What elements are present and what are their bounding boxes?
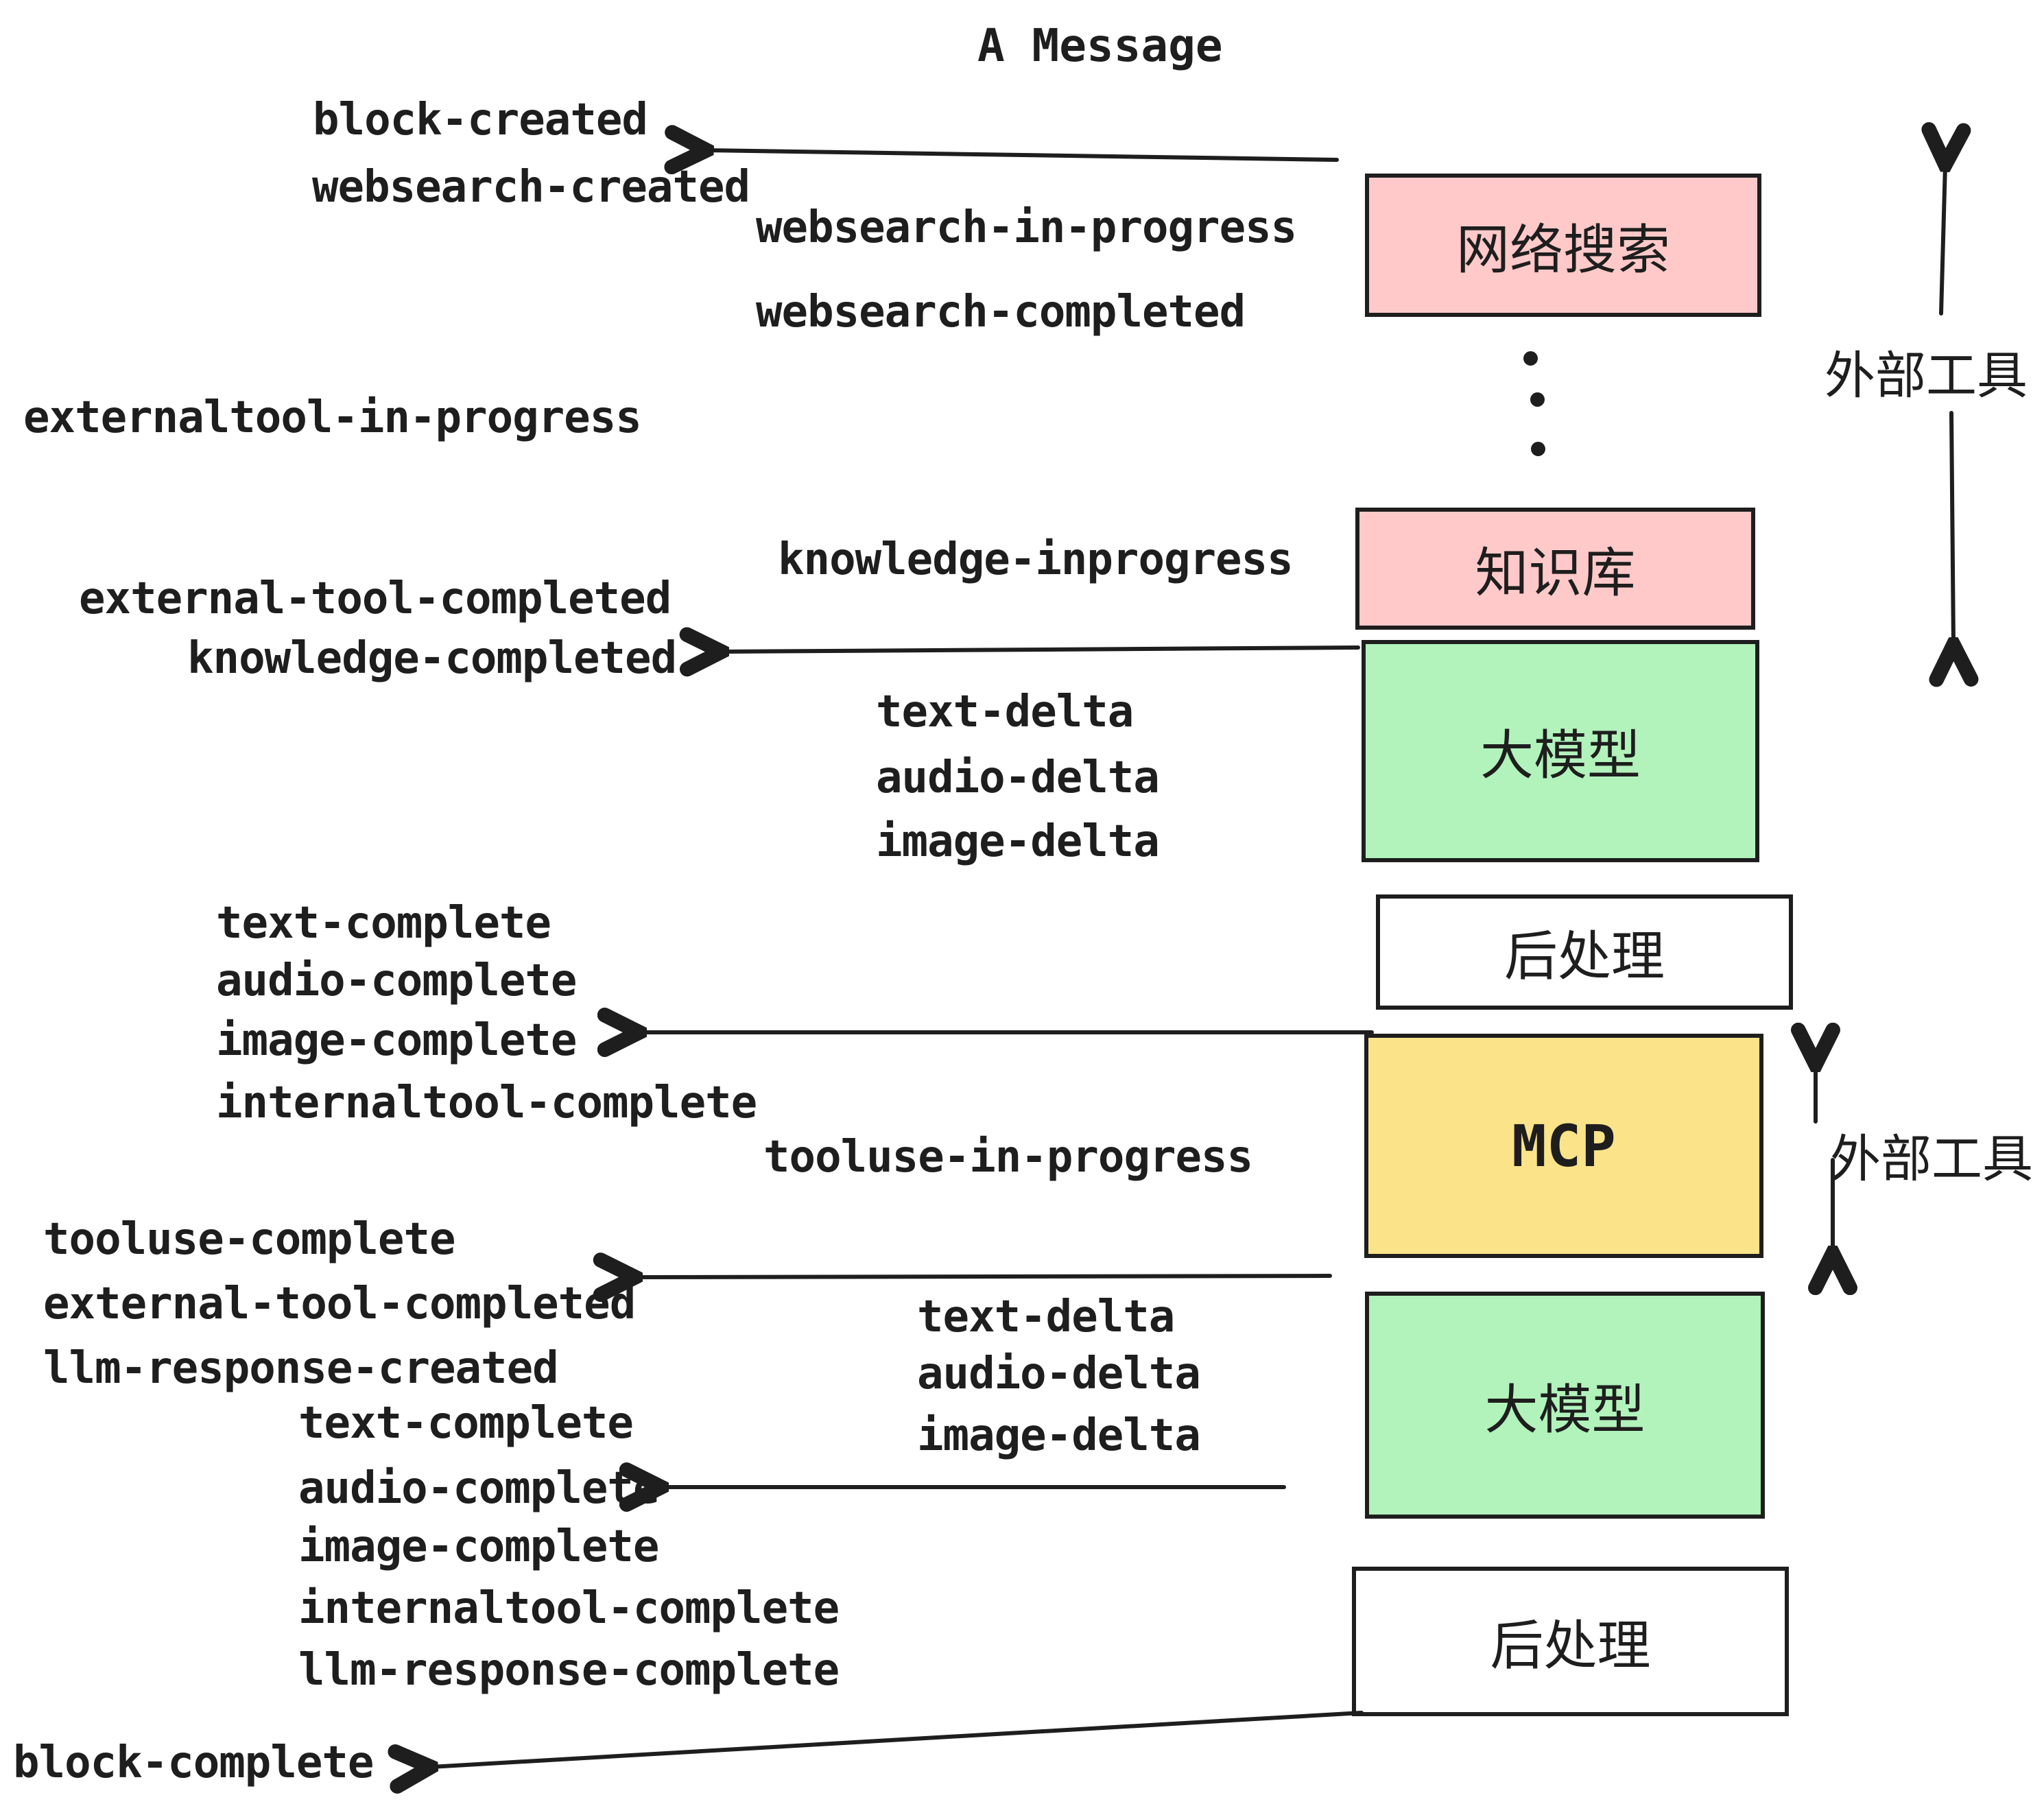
event-label-image-delta-2: image-delta: [917, 1410, 1201, 1461]
box-websearch: 网络搜索: [1365, 174, 1761, 317]
event-label-knowledge-inprogress: knowledge-inprogress: [778, 534, 1294, 585]
arrow-block-complete-icon: [431, 1711, 1364, 1767]
box-postprocess-2-label: 后处理: [1490, 1615, 1651, 1676]
event-label-image-delta: image-delta: [876, 816, 1160, 867]
arrow-external-tools-1-down-icon: [1951, 411, 1953, 645]
event-label-externaltool-in-progress: externaltool-in-progress: [23, 392, 642, 443]
event-label-audio-complete: audio-complete: [216, 956, 577, 1006]
event-label-block-complete: block-complete: [13, 1737, 374, 1788]
diagram-title: A Message: [977, 19, 1223, 72]
event-label-internaltool-complete-2: internaltool-complete: [298, 1583, 840, 1634]
box-llm-2: 大模型: [1365, 1292, 1765, 1519]
event-label-audio-complete-2: audio-complete: [298, 1463, 659, 1514]
box-postprocess-2: 后处理: [1352, 1567, 1789, 1716]
event-label-audio-delta: audio-delta: [876, 752, 1160, 803]
side-label-external-tools-1: 外部工具: [1825, 347, 2028, 404]
event-label-websearch-in-progress: websearch-in-progress: [756, 202, 1297, 253]
arrow-tooluse-complete-icon: [635, 1276, 1332, 1277]
box-llm-1: 大模型: [1362, 640, 1759, 862]
event-label-internaltool-complete: internaltool-complete: [216, 1078, 757, 1128]
box-llm-1-label: 大模型: [1479, 725, 1641, 785]
event-label-image-complete: image-complete: [216, 1015, 577, 1066]
box-postprocess-1: 后处理: [1376, 894, 1793, 1010]
box-knowledge-base-label: 知识库: [1475, 543, 1636, 603]
event-label-websearch-created: websearch-created: [312, 162, 750, 213]
box-mcp: MCP: [1364, 1034, 1763, 1258]
event-label-tooluse-complete: tooluse-complete: [43, 1214, 455, 1265]
arrow-websearch-created-icon: [706, 150, 1339, 160]
box-llm-2-label: 大模型: [1484, 1379, 1645, 1440]
arrow-external-tools-1-up-icon: [1941, 165, 1945, 316]
dot-icon: [1530, 392, 1545, 407]
event-label-tooluse-in-progress: tooluse-in-progress: [763, 1132, 1253, 1183]
event-label-block-created: block-created: [313, 95, 648, 145]
dot-icon: [1531, 442, 1545, 456]
event-label-external-tool-completed-2: external-tool-completed: [43, 1279, 636, 1329]
event-label-llm-response-created: llm-response-created: [43, 1343, 559, 1394]
box-knowledge-base: 知识库: [1355, 508, 1755, 630]
side-label-external-tools-2: 外部工具: [1830, 1130, 2033, 1187]
arrow-knowledge-completed-icon: [722, 648, 1360, 652]
event-label-audio-delta-2: audio-delta: [917, 1349, 1201, 1399]
event-label-text-delta: text-delta: [876, 687, 1134, 737]
event-label-text-complete-2: text-complete: [298, 1398, 634, 1449]
box-postprocess-1-label: 后处理: [1504, 926, 1665, 986]
dot-icon: [1523, 351, 1538, 366]
box-websearch-label: 网络搜索: [1455, 219, 1670, 280]
box-mcp-label: MCP: [1512, 1112, 1616, 1180]
event-label-external-tool-completed: external-tool-completed: [79, 573, 672, 624]
event-label-knowledge-completed: knowledge-completed: [187, 633, 677, 684]
event-label-llm-response-complete: llm-response-complete: [298, 1645, 840, 1696]
event-label-websearch-completed: websearch-completed: [756, 287, 1246, 337]
event-label-text-complete: text-complete: [216, 898, 551, 949]
event-label-text-delta-2: text-delta: [917, 1292, 1175, 1342]
event-label-image-complete-2: image-complete: [298, 1521, 659, 1572]
